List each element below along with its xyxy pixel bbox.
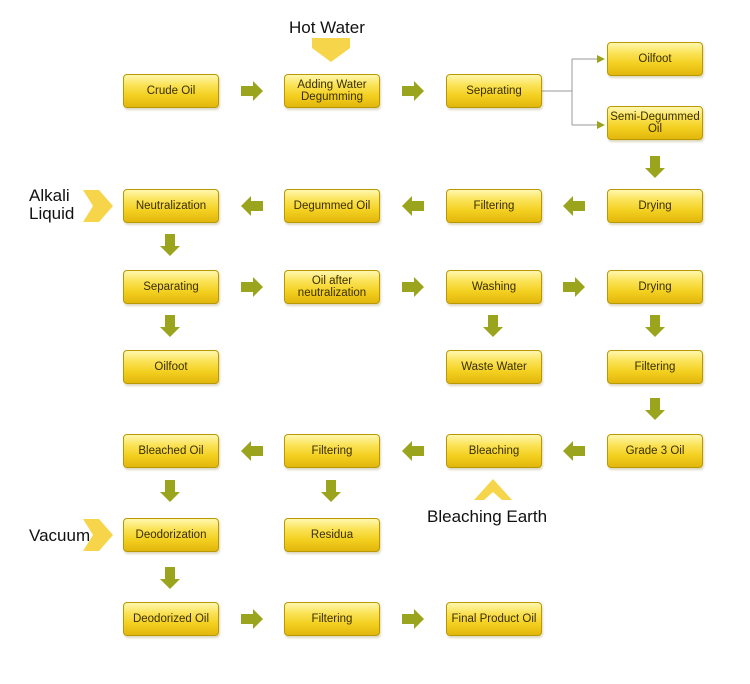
arrow-filtering-to-bleached: [241, 441, 263, 461]
node-oilfoot-2: Oilfoot: [123, 350, 219, 384]
arrow-deodorized-to-filtering: [241, 609, 263, 629]
input-arrow-alkali: [83, 190, 113, 222]
node-washing: Washing: [446, 270, 542, 304]
node-semi-degummed-oil: Semi-Degummed Oil: [607, 106, 703, 140]
node-bleached-oil: Bleached Oil: [123, 434, 219, 468]
arrow-degummed-to-neutralization: [241, 196, 263, 216]
arrow-drying-to-filtering: [563, 196, 585, 216]
arrow-filtering-to-residua: [321, 480, 341, 502]
arrow-separating-to-oilfoot: [160, 315, 180, 337]
arrow-grade3-to-bleaching: [563, 441, 585, 461]
arrow-filtering-to-final: [402, 609, 424, 629]
arrow-drying-to-filtering: [645, 315, 665, 337]
node-separating-2: Separating: [123, 270, 219, 304]
input-arrow-vacuum: [83, 519, 113, 551]
node-separating-1: Separating: [446, 74, 542, 108]
arrow-neutralization-to-separating: [160, 234, 180, 256]
arrow-filtering-to-grade3: [645, 398, 665, 420]
node-oil-after-neutralization: Oil after neutralization: [284, 270, 380, 304]
arrow-crude-to-degumming: [241, 81, 263, 101]
arrowhead-to-oilfoot: [597, 55, 605, 63]
input-bleaching-earth: Bleaching Earth: [427, 507, 548, 526]
node-filtering-3: Filtering: [284, 434, 380, 468]
node-neutralization: Neutralization: [123, 189, 219, 223]
arrow-washing-to-waste-water: [483, 315, 503, 337]
node-bleaching: Bleaching: [446, 434, 542, 468]
node-deodorized-oil: Deodorized Oil: [123, 602, 219, 636]
node-degummed-oil: Degummed Oil: [284, 189, 380, 223]
arrowhead-to-semi-degummed: [597, 121, 605, 129]
node-drying-2: Drying: [607, 270, 703, 304]
node-filtering-1: Filtering: [446, 189, 542, 223]
arrow-deodorization-to-deodorized: [160, 567, 180, 589]
node-final-product-oil: Final Product Oil: [446, 602, 542, 636]
node-filtering-4: Filtering: [284, 602, 380, 636]
arrow-filtering-to-degummed: [402, 196, 424, 216]
node-grade-3-oil: Grade 3 Oil: [607, 434, 703, 468]
node-adding-water-degumming: Adding Water Degumming: [284, 74, 380, 108]
node-deodorization: Deodorization: [123, 518, 219, 552]
input-alkali-liquid: Alkali Liquid: [29, 186, 75, 223]
branch-connector: [542, 58, 598, 126]
input-vacuum: Vacuum: [29, 526, 91, 545]
input-arrow-bleaching-earth: [474, 479, 512, 500]
input-arrow-hot-water: [312, 38, 350, 62]
node-residua: Residua: [284, 518, 380, 552]
arrow-bleaching-to-filtering: [402, 441, 424, 461]
node-waste-water: Waste Water: [446, 350, 542, 384]
input-hot-water: Hot Water: [289, 18, 365, 37]
arrow-bleached-to-deodorization: [160, 480, 180, 502]
arrow-degumming-to-separating: [402, 81, 424, 101]
node-crude-oil: Crude Oil: [123, 74, 219, 108]
node-drying-1: Drying: [607, 189, 703, 223]
arrow-semi-to-drying: [645, 156, 665, 178]
node-oilfoot-1: Oilfoot: [607, 42, 703, 76]
arrow-washing-to-drying: [563, 277, 585, 297]
arrow-oil-after-to-washing: [402, 277, 424, 297]
node-filtering-2: Filtering: [607, 350, 703, 384]
arrow-separating-to-oil-after: [241, 277, 263, 297]
